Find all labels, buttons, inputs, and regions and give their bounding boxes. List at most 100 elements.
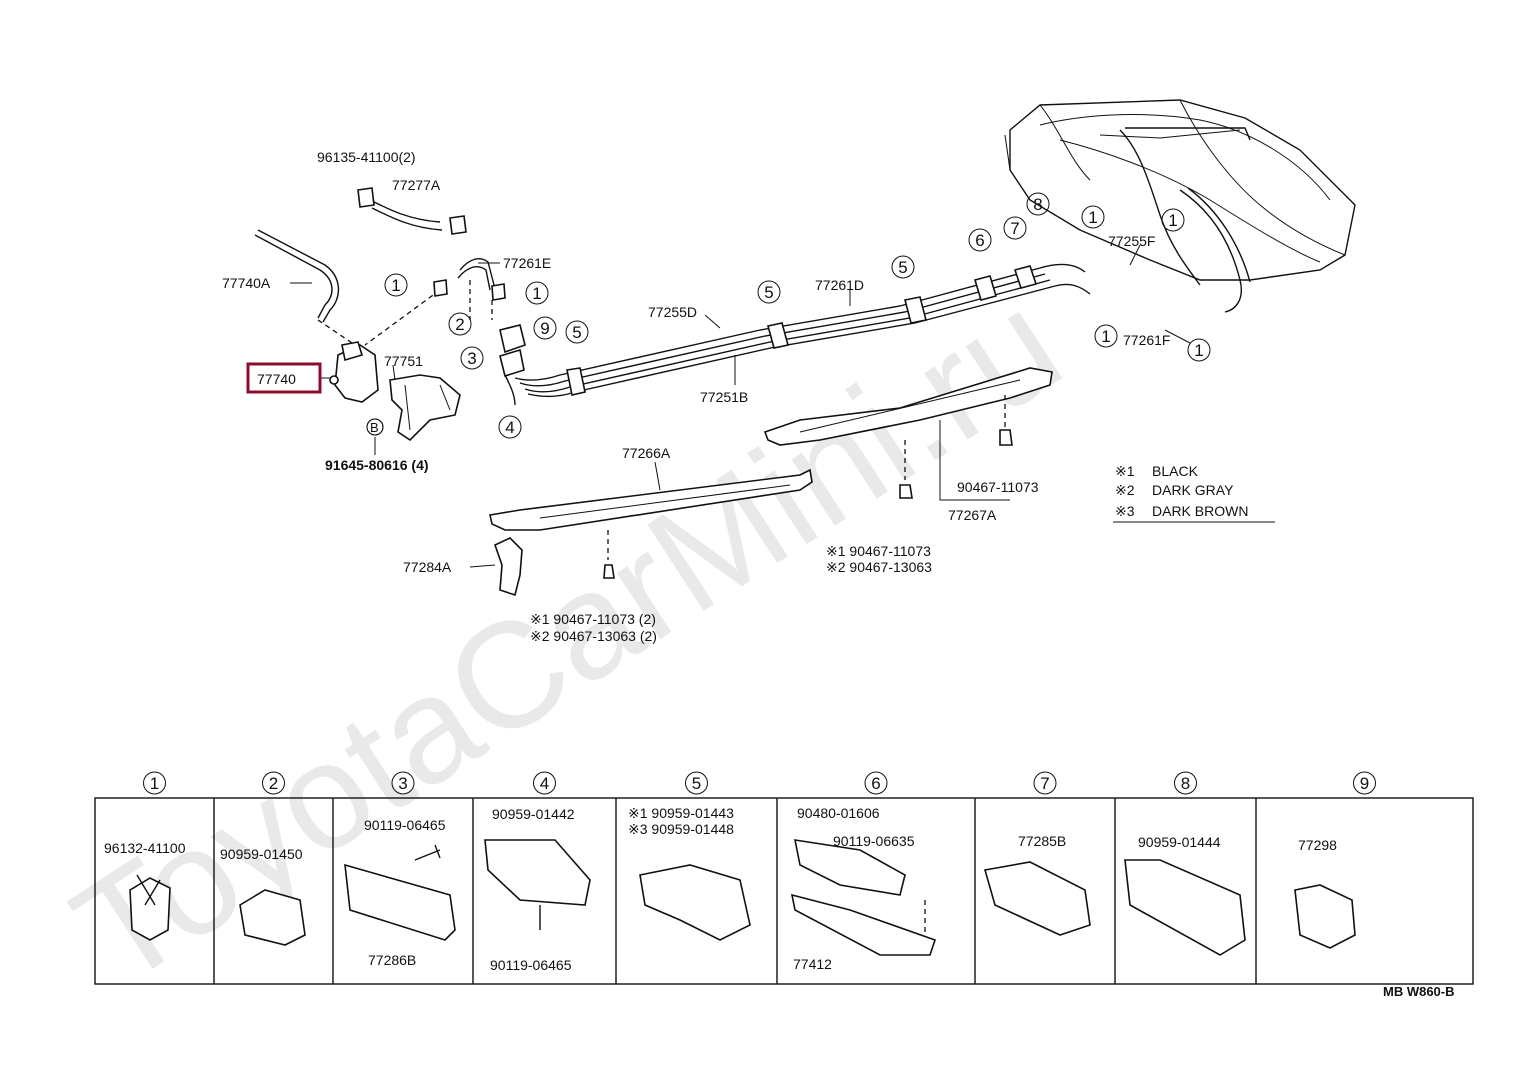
protector-plates (489, 367, 1053, 597)
table-header-number: 2 (269, 774, 278, 793)
table-header-7: 7 (1033, 771, 1057, 795)
callout-number: 1 (1088, 208, 1097, 227)
callout-1: 1 (384, 273, 408, 297)
callout-number: 7 (1010, 219, 1019, 238)
callout-number: 4 (505, 418, 514, 437)
footer-code: MB W860-B (1383, 984, 1455, 999)
label-77740[interactable]: 77740 (257, 371, 296, 387)
callout-number: 1 (1101, 327, 1110, 346)
table-cell-label: 90119-06465 (364, 817, 446, 833)
legend-text-2: DARK GRAY (1152, 482, 1234, 498)
table-cell-label: 90119-06635 (833, 833, 915, 849)
callout-8: 8 (1026, 192, 1050, 216)
legend-mark-1: ※1 (1115, 463, 1135, 479)
callout-number: 5 (764, 283, 773, 302)
leader-lines (290, 244, 1191, 568)
callout-number: 1 (1168, 211, 1177, 230)
note-mid-2: ※2 90467-13063 (826, 559, 932, 575)
table-header-number: 4 (540, 774, 549, 793)
fuel-tank-drawing (1004, 99, 1356, 313)
table-cell-label: 90959-01442 (492, 806, 575, 822)
label-77751: 77751 (384, 353, 423, 369)
callout-9: 9 (533, 316, 557, 340)
callout-number: 6 (975, 231, 984, 250)
table-header-3: 3 (391, 771, 415, 795)
table-cell-label: 77286B (368, 952, 416, 968)
callout-6: 6 (968, 228, 992, 252)
callout-markers: 1 1 2 9 3 5 4 5 5 6 78 1 1 1 1 (384, 192, 1211, 439)
note-mid-1: ※1 90467-11073 (826, 543, 931, 559)
callout-number: 9 (540, 319, 549, 338)
callout-number: 1 (532, 284, 541, 303)
table-border (94, 797, 1474, 985)
highlight-box-77740 (246, 362, 322, 394)
label-77261D: 77261D (815, 277, 864, 293)
legend-text-1: BLACK (1152, 463, 1199, 479)
callout-2: 2 (448, 312, 472, 336)
label-91645-80616: 91645-80616 (4) (325, 457, 429, 473)
callout-number: 2 (455, 315, 464, 334)
note-bottom-1: ※1 90467-11073 (2) (530, 611, 656, 627)
table-header-5: 5 (685, 771, 708, 795)
label-77277A: 77277A (392, 177, 441, 193)
callout-number: 3 (467, 349, 476, 368)
note-bottom-2: ※2 90467-13063 (2) (530, 628, 657, 644)
table-header-number: 1 (150, 774, 159, 793)
callout-5: 5 (565, 320, 589, 344)
legend-text-3: DARK BROWN (1152, 503, 1248, 519)
label-90467-11073: 90467-11073 (957, 479, 1039, 495)
fuel-lines (514, 263, 1091, 398)
color-legend: ※1 BLACK ※2 DARK GRAY ※3 DARK BROWN (1113, 463, 1275, 523)
label-77251B: 77251B (700, 389, 748, 405)
label-77255D: 77255D (648, 304, 697, 320)
label-77255F: 77255F (1108, 233, 1155, 249)
label-77266A: 77266A (622, 445, 671, 461)
table-cell-label: 77298 (1298, 837, 1337, 853)
callout-number: 1 (1194, 341, 1203, 360)
label-77284A: 77284A (403, 559, 452, 575)
label-77261F: 77261F (1123, 332, 1170, 348)
callout-4: 4 (498, 415, 522, 439)
table-cell-label: 90959-01450 (220, 846, 303, 862)
canister-area (254, 187, 526, 442)
callout-7: 7 (1003, 216, 1027, 240)
table-cell-label: 77285B (1018, 833, 1066, 849)
table-header-number: 6 (871, 774, 880, 793)
label-77740A: 77740A (222, 275, 271, 291)
callout-number: 8 (1033, 195, 1042, 214)
callout-1: 1 (1081, 205, 1105, 229)
table-cell-label: 90959-01444 (1138, 834, 1221, 850)
callout-1: 1 (525, 281, 549, 305)
table-cell-label: 90480-01606 (797, 805, 880, 821)
table-header-number: 8 (1181, 774, 1190, 793)
label-circle-b: B (370, 420, 379, 435)
table-cell-label: ※3 90959-01448 (628, 821, 734, 837)
legend-mark-3: ※3 (1115, 503, 1135, 519)
table-header-2: 2 (262, 771, 285, 795)
callout-number: 5 (898, 258, 907, 277)
table-cell-label: 77412 (793, 956, 832, 972)
callout-3: 3 (460, 346, 484, 370)
table-part-drawings (129, 839, 1356, 956)
callout-number: 5 (572, 323, 581, 342)
callout-1: 1 (1187, 338, 1211, 362)
table-cell-label: 96132-41100 (104, 840, 186, 856)
label-77261E: 77261E (503, 255, 551, 271)
callout-1: 1 (1161, 208, 1185, 232)
table-header-6: 6 (864, 771, 888, 795)
table-header-8: 8 (1174, 771, 1197, 795)
callout-5: 5 (757, 280, 781, 304)
table-header-number: 7 (1040, 774, 1049, 793)
table-cell-label: ※1 90959-01443 (628, 805, 734, 821)
table-header-number: 5 (692, 774, 701, 793)
legend-mark-2: ※2 (1115, 482, 1135, 498)
callout-5: 5 (891, 255, 915, 279)
label-96135-41100: 96135-41100(2) (317, 149, 416, 165)
table-header-1: 1 (143, 771, 166, 795)
table-cell-label: 90119-06465 (490, 957, 572, 973)
callout-number: 1 (391, 276, 400, 295)
table-header-number: 3 (398, 774, 407, 793)
table-header-4: 4 (533, 771, 556, 795)
